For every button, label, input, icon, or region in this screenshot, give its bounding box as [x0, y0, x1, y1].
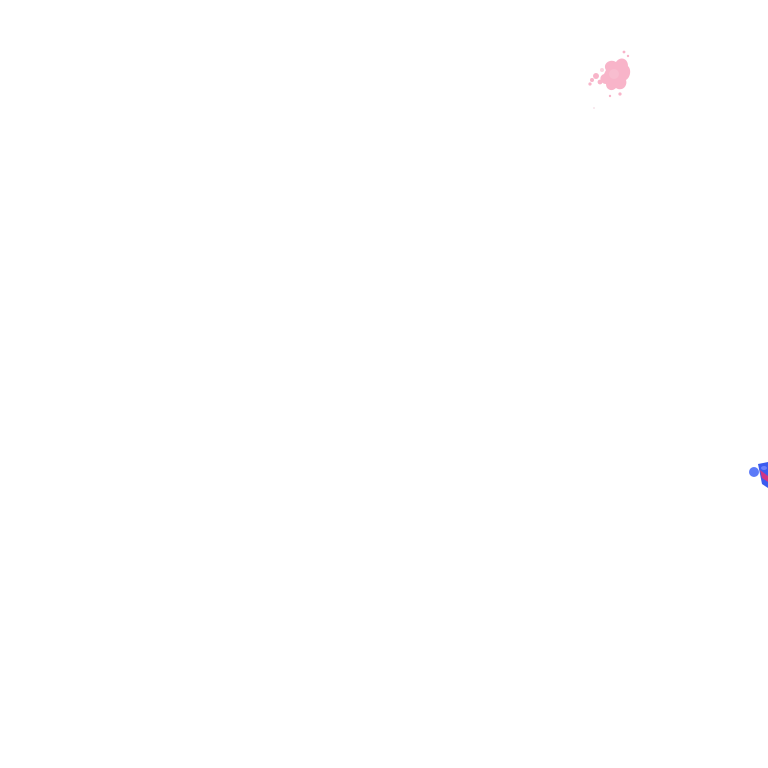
pink-smudge-icon — [588, 50, 631, 109]
blue-pointer-fragment-icon — [749, 462, 768, 488]
